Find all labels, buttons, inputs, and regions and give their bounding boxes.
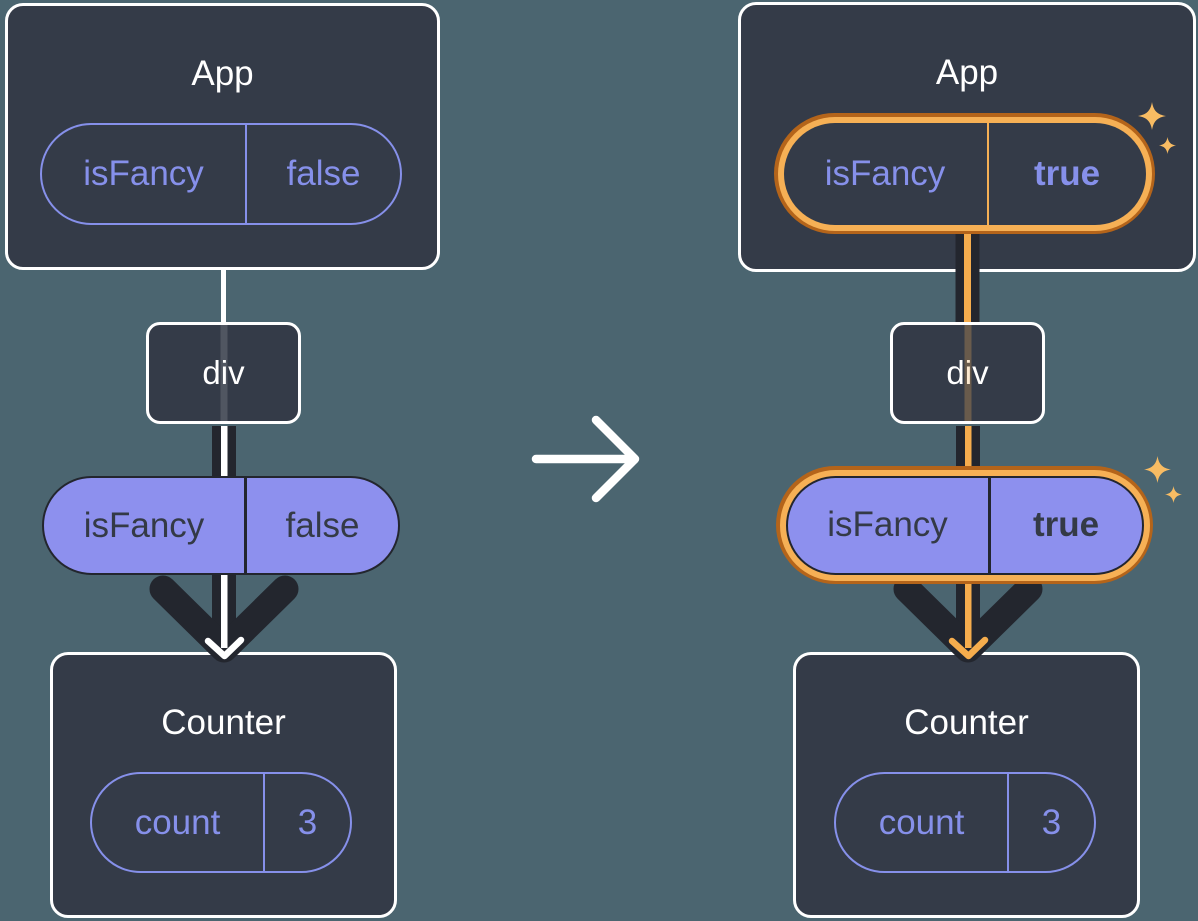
before-counter-state-pill: count 3 (90, 772, 352, 873)
before-passed-prop-pill: isFancy false (42, 476, 400, 575)
after-counter-state-name: count (836, 774, 1009, 871)
before-div-label: div (202, 354, 245, 391)
after-div-node: div (890, 322, 1045, 424)
transition-right-arrow-icon (531, 415, 640, 503)
before-app-prop-value: false (286, 154, 361, 193)
before-passed-prop-value: false (285, 505, 360, 545)
before-arrow-dark-head (149, 575, 299, 663)
after-app-div-connector (955, 231, 980, 324)
before-counter-state-value: 3 (297, 802, 318, 842)
after-counter-state-value: 3 (1041, 802, 1062, 842)
after-app-sparkles-icon (1138, 102, 1176, 154)
after-app-title: App (935, 53, 999, 92)
after-upper-orange-core (964, 231, 971, 324)
after-counter-state-pill: count 3 (834, 772, 1096, 873)
after-div-label: div (946, 354, 989, 391)
before-app-prop-pill: isFancy false (40, 123, 402, 225)
after-passed-prop-highlight-ring: isFancy true (776, 466, 1153, 584)
after-passed-prop-name: isFancy (788, 477, 991, 573)
after-arrow-core-head (948, 636, 989, 660)
after-counter-title: Counter (904, 703, 1029, 742)
before-app-title: App (191, 54, 254, 93)
after-app-prop-value: true (1033, 153, 1101, 193)
before-passed-prop-name: isFancy (44, 478, 247, 573)
before-arrow-core-head (204, 636, 245, 660)
before-counter-state-name: count (92, 774, 265, 871)
after-div-core-line (964, 325, 971, 421)
before-app-div-connector (221, 268, 226, 325)
before-div-node: div (146, 322, 301, 424)
before-div-core-line (220, 325, 227, 421)
before-app-prop-name: isFancy (42, 125, 247, 223)
after-arrow-dark-head (893, 575, 1043, 663)
after-passed-prop-pill: isFancy true (785, 475, 1144, 575)
after-pill-sparkles-icon (1144, 456, 1182, 503)
after-app-prop-name: isFancy (784, 122, 989, 225)
after-passed-prop-value: true (1032, 505, 1100, 544)
before-counter-title: Counter (161, 703, 286, 742)
after-app-prop-highlight-ring: isFancy true (774, 113, 1155, 234)
transition-arrow-head (591, 415, 640, 503)
after-app-prop-pill: isFancy true (783, 122, 1146, 225)
